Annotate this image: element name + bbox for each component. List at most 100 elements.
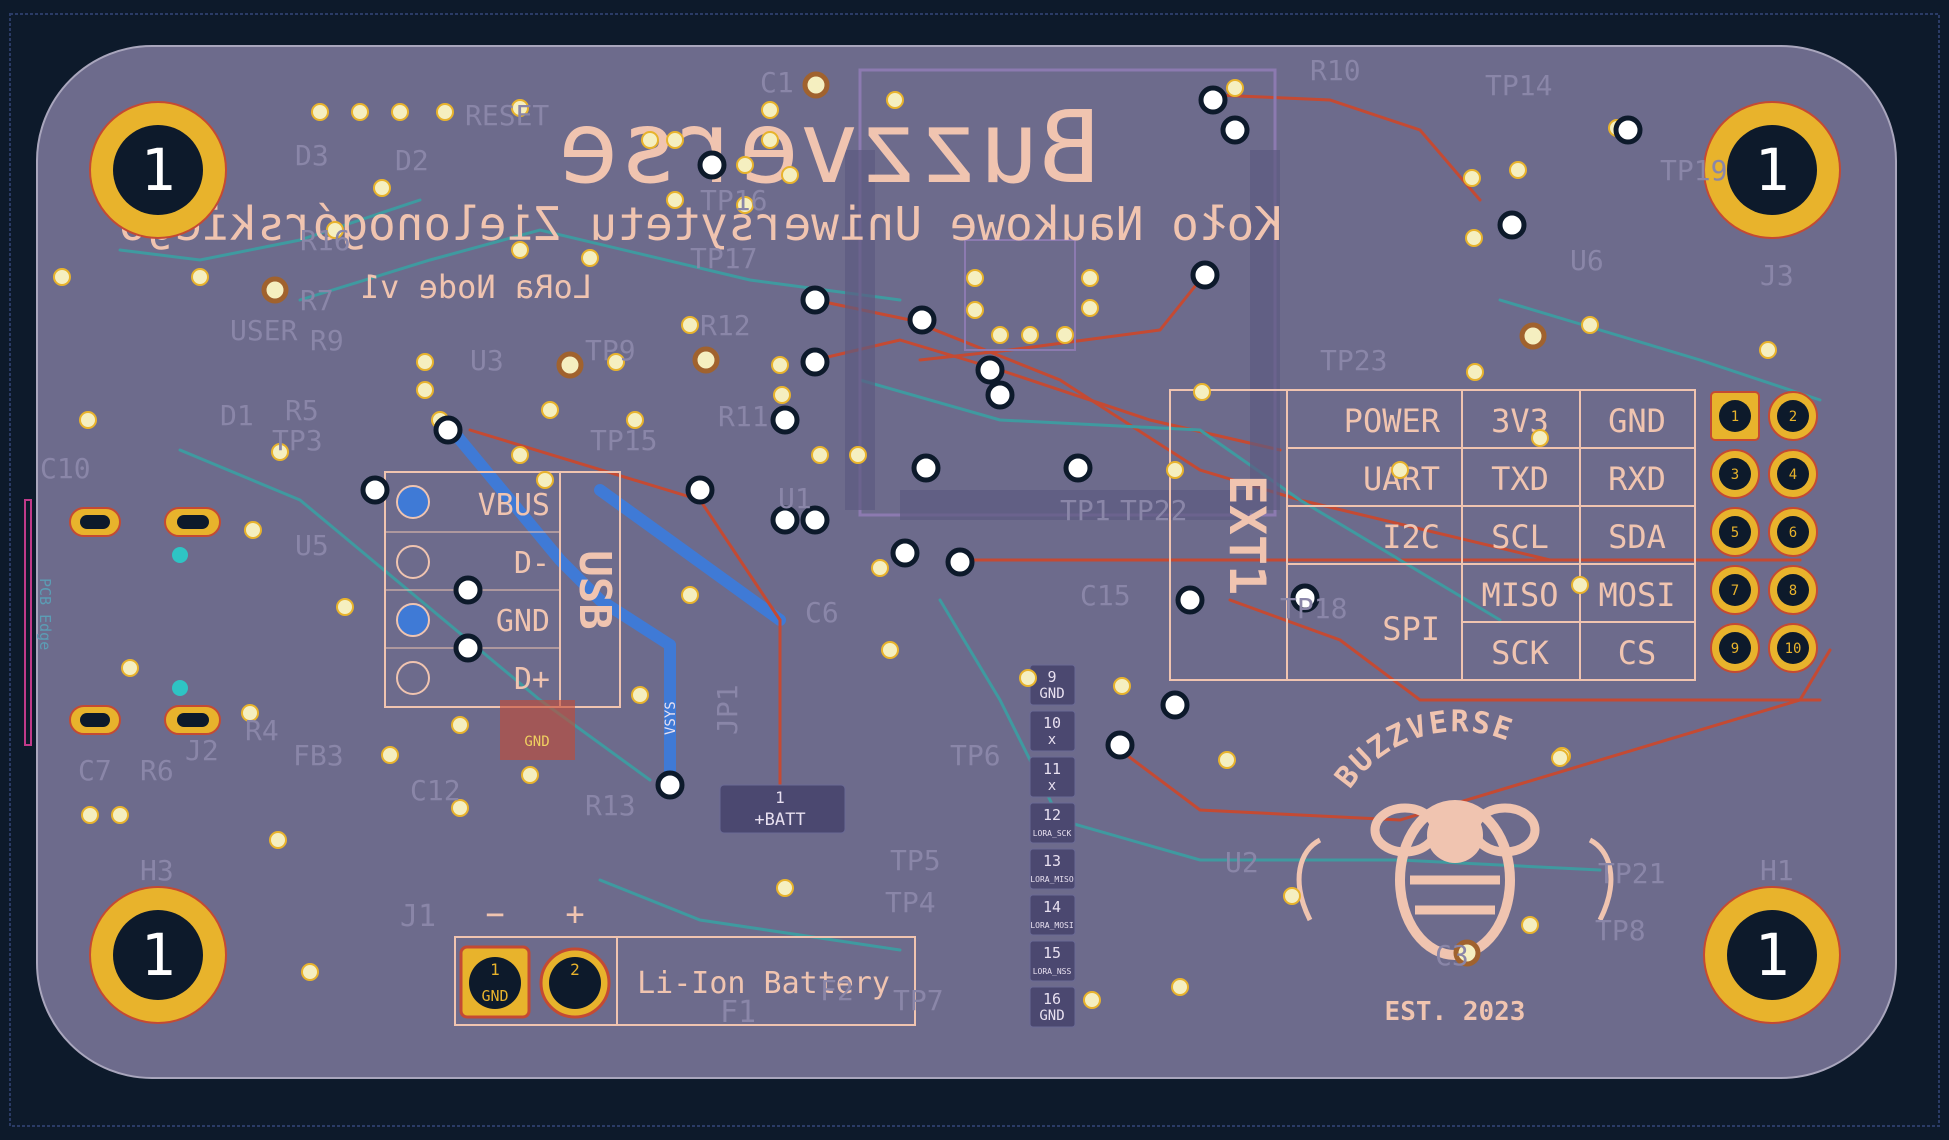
trace-red-6: [1118, 648, 1832, 822]
lora-pad-num: 16: [1043, 990, 1061, 1008]
via-large: [911, 453, 941, 483]
via: [811, 446, 829, 464]
mounting-hole-drill: [113, 910, 203, 1000]
via: [881, 641, 899, 659]
lora-pad[interactable]: [1029, 848, 1076, 890]
lora-pad[interactable]: [1029, 894, 1076, 936]
lora-pad[interactable]: [1029, 756, 1076, 798]
via: [773, 386, 791, 404]
ref-designator: USER: [230, 314, 298, 347]
usb-gnd-pad-cluster[interactable]: [500, 700, 575, 760]
via: [191, 268, 209, 286]
shell-slot-hole: [177, 515, 209, 529]
battery-pad-hole: [469, 957, 521, 1009]
via-large: [697, 150, 727, 180]
via: [1081, 299, 1099, 317]
ref-designator: R13: [585, 789, 636, 822]
ref-designator: F2: [820, 974, 854, 1007]
usb-pad-vbus[interactable]: [396, 485, 430, 519]
via: [521, 766, 539, 784]
ref-designator: TP16: [700, 184, 767, 217]
shell-slot-hole: [80, 713, 110, 727]
ext1-cell: SCL: [1491, 518, 1549, 556]
usb-connector-block[interactable]: USB VBUS D- GND D+ VSYS GND: [384, 471, 679, 760]
via-large: [1198, 85, 1228, 115]
battery-connector[interactable]: 1 GND 2 − + Li-Ion Battery J1 F1: [400, 895, 916, 1030]
via: [781, 166, 799, 184]
battery-minus-label: −: [485, 895, 504, 933]
lora-pad[interactable]: [1029, 986, 1076, 1028]
ext-pin-number: 8: [1789, 583, 1797, 599]
lora-pad[interactable]: [1029, 940, 1076, 982]
ref-designator: TP18: [1280, 592, 1347, 625]
trace-usb-data: [594, 484, 786, 626]
jp1-battery-pad[interactable]: 1 +BATT JP1: [711, 684, 846, 834]
ext-pin-drill: [1719, 632, 1751, 664]
fuse-ref: F1: [720, 995, 756, 1030]
via: [79, 411, 97, 429]
via: [641, 131, 659, 149]
logo-est: EST. 2023: [1385, 997, 1526, 1027]
via: [761, 131, 779, 149]
via-large: [985, 380, 1015, 410]
via: [966, 301, 984, 319]
jp1-pad-num: 1: [775, 788, 785, 807]
trace-usb-power: [446, 424, 676, 651]
ext-pin-number: 1: [1731, 409, 1739, 425]
via: [1391, 461, 1409, 479]
via: [81, 806, 99, 824]
ext-pin-drill: [1777, 400, 1809, 432]
ext-pin-number: 10: [1785, 641, 1802, 657]
board-subtitle: Koło Naukowe Uniwersytetu Zielonogórskie…: [119, 197, 1282, 251]
via: [849, 446, 867, 464]
usb-pad-gnd[interactable]: [396, 603, 430, 637]
lora-pad[interactable]: [1029, 802, 1076, 844]
trace-teal-1: [298, 228, 902, 302]
via-copper: [1519, 322, 1547, 350]
via: [666, 191, 684, 209]
lora-pad-label: GND: [1039, 686, 1064, 702]
via: [541, 401, 559, 419]
via: [1218, 751, 1236, 769]
pcb-edge-marker: [24, 499, 32, 746]
ref-designator: R5: [285, 394, 319, 427]
via-large: [770, 405, 800, 435]
ref-designator: TP3: [272, 424, 323, 457]
shell-slot-hole: [177, 713, 209, 727]
via: [1509, 161, 1527, 179]
usb-shell-slots: [69, 507, 221, 735]
usb-pad-dplus[interactable]: [396, 661, 430, 695]
via: [581, 249, 599, 267]
via-large: [1497, 210, 1527, 240]
ext1-cell: TXD: [1491, 460, 1549, 498]
ref-designator: R7: [300, 284, 334, 317]
lora-pad-column: 9GND10x11x12LORA_SCK13LORA_MISO14LORA_MO…: [1029, 664, 1076, 1028]
ref-designator: H1: [1760, 854, 1794, 887]
via: [736, 156, 754, 174]
lora-pad-label: x: [1048, 732, 1056, 748]
alignment-hole: [172, 547, 188, 563]
jp1-ref: JP1: [711, 684, 744, 735]
lora-pad[interactable]: [1029, 710, 1076, 752]
via-large: [800, 505, 830, 535]
ref-designator: TP15: [590, 424, 657, 457]
via: [536, 471, 554, 489]
via: [1521, 916, 1539, 934]
ext1-table: EXT1 POWER 3V3 GND UART TXD RXD I2C SCL …: [1169, 389, 1696, 681]
bee-wing-icon: [1470, 803, 1540, 857]
via-large: [1175, 585, 1205, 615]
ref-designator: C6: [805, 596, 839, 629]
battery-pad1-num: 1: [490, 960, 500, 979]
usb-pad-dminus[interactable]: [396, 545, 430, 579]
ext-pin-drill: [1777, 458, 1809, 490]
via: [1081, 269, 1099, 287]
ext-pin-drill: [1777, 574, 1809, 606]
jp1-pad[interactable]: [719, 784, 846, 834]
via-large: [1105, 730, 1135, 760]
ext1-cell: SPI: [1382, 610, 1440, 648]
via: [1171, 978, 1189, 996]
via: [416, 353, 434, 371]
trace-teal-2: [178, 448, 652, 782]
